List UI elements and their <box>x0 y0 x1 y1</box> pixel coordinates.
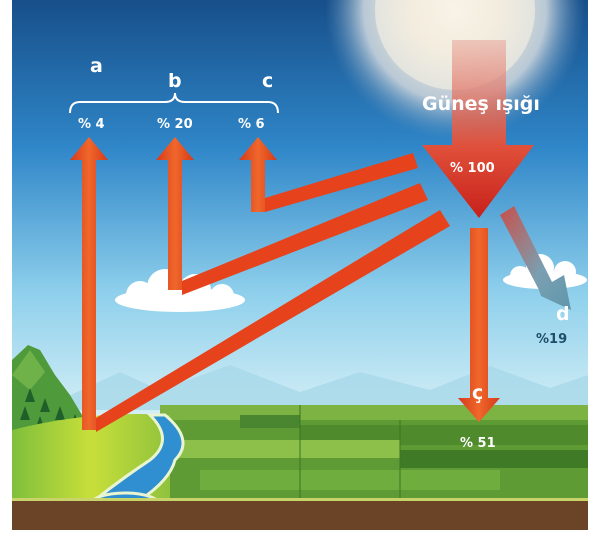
label-b-letter: b <box>168 70 182 92</box>
arrow-ground-absorbed <box>458 228 500 422</box>
label-cc-value: % 51 <box>460 436 496 451</box>
bracket <box>69 92 279 114</box>
label-d-letter: d <box>556 303 570 325</box>
label-a-letter: a <box>90 55 103 77</box>
label-d-value: %19 <box>536 332 568 347</box>
label-b-value: % 20 <box>157 117 193 132</box>
arrow-d <box>500 206 571 310</box>
soil <box>12 500 588 530</box>
arrow-a <box>70 137 108 430</box>
incoming-percent: % 100 <box>450 161 495 176</box>
farm-fields <box>160 405 588 500</box>
distant-mountains <box>60 365 588 410</box>
label-c-value: % 6 <box>238 117 265 132</box>
label-a-value: % 4 <box>78 117 105 132</box>
sunlight-label: Güneş ışığı <box>422 93 540 115</box>
arrow-c <box>239 137 277 212</box>
label-c-letter: c <box>262 70 274 92</box>
label-cc-letter: ç <box>472 382 484 404</box>
cloud-left <box>115 269 245 312</box>
incoming-sunlight-arrow <box>422 40 534 218</box>
arrow-b <box>156 137 194 290</box>
reflected-arrows <box>70 137 277 430</box>
